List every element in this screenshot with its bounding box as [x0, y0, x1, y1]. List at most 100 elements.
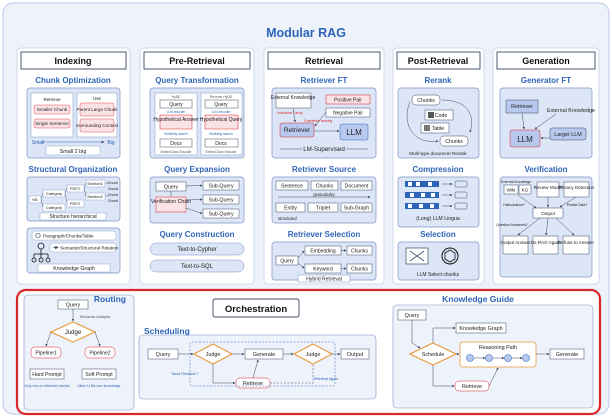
sub-query-3-label: Sub-Query — [208, 212, 233, 218]
sub-query-3 — [202, 208, 240, 219]
granularity-label: granularity — [313, 192, 335, 197]
kg-caption: Knowledge Graph — [53, 266, 95, 272]
subgraph-box — [340, 202, 373, 213]
sched-judge-1-label: Judge — [206, 352, 221, 358]
rs-chunks-2-label: Chunks — [351, 267, 368, 273]
text-to-cypher-box — [149, 242, 245, 256]
compression-bar-1 — [405, 181, 439, 187]
verification-chain-box — [155, 196, 187, 213]
text-to-cypher-label: Text-to-Cypher — [177, 247, 216, 253]
embedding-label: Embedding — [310, 249, 336, 255]
surrounding-context-label: Surrounding Context — [76, 123, 119, 128]
pdf1-label: PDF1 — [70, 186, 81, 191]
qt-query-right — [204, 99, 239, 109]
post-retrieval-header: Post-Retrieval — [408, 56, 469, 66]
knowledge-graph-icon — [31, 242, 51, 263]
llm-label: LLM — [346, 128, 362, 137]
selection-caption: LLM Select chunks — [417, 272, 460, 278]
chunks-source-label: Chunks — [316, 184, 334, 190]
structure-caption: Structure hierarchical — [49, 214, 96, 220]
wiki-box — [503, 184, 519, 195]
sched-judge-2-label: Judge — [306, 352, 321, 358]
sentence-label: Sentence — [281, 184, 303, 190]
retrieve-box — [30, 92, 74, 138]
sub-query-1 — [202, 180, 240, 191]
output-answer-box — [502, 235, 529, 255]
sched-query-label: Query — [156, 352, 171, 358]
table-label: Table — [432, 126, 445, 132]
knowledge-graph-box — [455, 322, 507, 334]
text-to-sql-box — [149, 259, 245, 273]
retrieval-header-box — [267, 51, 381, 70]
sentence-box — [275, 180, 309, 191]
legend-paragraph-box — [31, 230, 117, 241]
rerank-chunks-top-label: Chunks — [417, 98, 435, 104]
selection-title: Selection — [420, 230, 456, 239]
kg-generate-box — [549, 348, 585, 360]
wiki-label: Wiki — [507, 188, 516, 193]
compression-graphic — [405, 180, 468, 210]
routing-judge-label: Judge — [65, 330, 82, 336]
chunk-leaf-2: Chunk — [108, 187, 119, 191]
privacy-detection-box — [563, 181, 590, 198]
qt-docs-right — [204, 138, 239, 148]
sched-generate-label: Generate — [253, 352, 275, 358]
need-retrieval-note: Need Retrieval ? — [172, 372, 199, 376]
chunks-source-box — [310, 180, 339, 191]
knowledge-guide-title: Knowledge Guide — [442, 294, 514, 304]
pre-retrieval-header-box — [143, 51, 251, 70]
text-to-sql-label: Text-to-SQL — [181, 264, 214, 270]
verification-title: Verification — [524, 165, 567, 174]
gen-external-knowledge: External Knowledge — [547, 108, 595, 114]
rs-chunks-2 — [346, 263, 373, 274]
positive-pair-box — [325, 94, 371, 105]
qt-docs-left-label: Docs — [170, 141, 182, 147]
chunk-leaf-3: Chunk — [108, 193, 119, 197]
private-data-label: Private Data? — [567, 203, 588, 207]
compression-title: Compression — [412, 165, 463, 174]
external-knowledge-label: External Knowledge — [271, 95, 316, 101]
semantic-analysis-label: Semantic Analysis — [80, 315, 111, 319]
pipeline1-box — [30, 346, 62, 359]
kb-label: KB — [32, 197, 38, 202]
llm-logo-icon — [441, 247, 459, 265]
document-box — [340, 180, 373, 191]
question-answered-label: Question Answered? — [496, 223, 527, 227]
qt-query-left-label: Query — [169, 102, 183, 108]
chunk-optimization-title: Chunk Optimization — [35, 76, 111, 85]
llm-box — [339, 123, 369, 141]
generation-header-box — [496, 51, 596, 70]
retriever-box — [279, 122, 315, 138]
qt-query-left — [159, 99, 193, 109]
category-label-2: Category — [46, 205, 62, 210]
pdf2-label: PDF2 — [70, 201, 81, 206]
hypothetical-query-box — [204, 114, 239, 130]
scheduling-panel — [138, 334, 377, 400]
entity-box — [275, 202, 306, 213]
hallucination-label: Hallucination? — [503, 203, 524, 207]
structured-label: structured — [278, 216, 297, 221]
pdf2-node — [66, 199, 85, 208]
compression-panel — [397, 176, 480, 228]
single-sentence-box — [33, 118, 71, 129]
rerank-chunks-top — [411, 94, 441, 106]
hypothetical-answer-box — [159, 114, 193, 130]
query-transformation-title: Query Transformation — [155, 76, 239, 85]
use-label: Use — [93, 96, 102, 101]
small-label: Small — [32, 140, 45, 146]
privacy-detection-label: Privacy Detection — [559, 185, 595, 190]
reasoning-path-nodes — [466, 354, 530, 362]
hypothetical-answer-label: Hypothetical Answer — [153, 117, 199, 123]
triplet-box — [307, 202, 339, 213]
embed-right: Embed Docs Encoder — [205, 150, 237, 154]
retriever-selection-title: Retriever Selection — [288, 230, 361, 239]
section2-node — [85, 192, 106, 201]
retrieval-header: Retrieval — [305, 56, 343, 66]
retrieve-label: Retrieve — [43, 97, 61, 102]
sub-query-2 — [202, 194, 240, 205]
retriever-source-title: Retriever Source — [292, 165, 357, 174]
indexing-header: Indexing — [54, 56, 91, 66]
query-construction-title: Query Construction — [159, 230, 234, 239]
retriever-ft-title: Retriever FT — [301, 76, 348, 85]
